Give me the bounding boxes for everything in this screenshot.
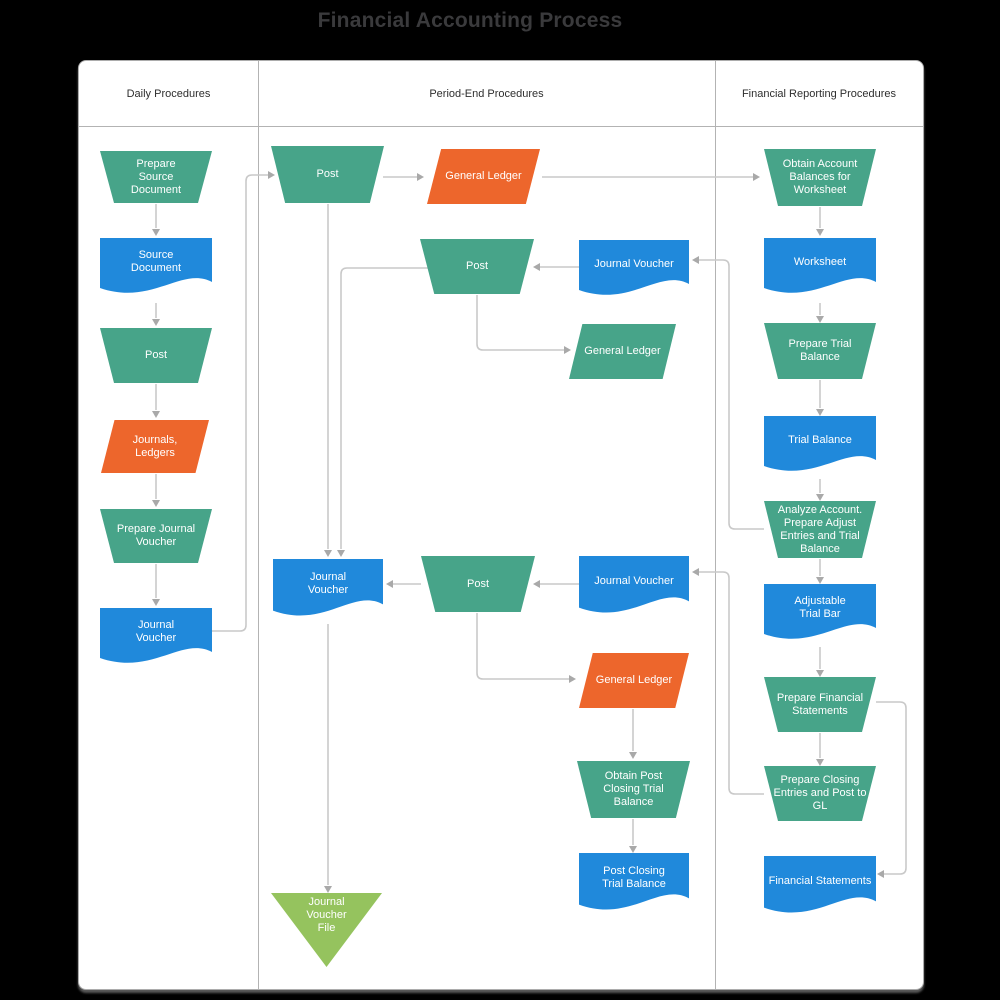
document-shape <box>764 416 876 471</box>
document-shape <box>764 584 876 639</box>
node-obtain-post-closing-trial-balance: Obtain Post Closing Trial Balance <box>577 761 690 818</box>
manual-operation-shape <box>100 509 212 563</box>
manual-operation-shape <box>577 761 690 818</box>
node-label: Journals, Ledgers <box>132 433 178 459</box>
node-post-period-1: Post <box>271 146 384 203</box>
document-shape <box>764 856 876 913</box>
node-source-document: Source Document <box>100 238 212 300</box>
node-prepare-closing-entries: Prepare Closing Entries and Post to GL <box>764 766 876 821</box>
node-trial-balance: Trial Balance <box>764 416 876 478</box>
node-label: Prepare Financial Statements <box>776 691 864 717</box>
node-label: Post Closing Trial Balance <box>602 865 666 890</box>
node-label: General Ledger <box>445 170 522 182</box>
lane-header-underline <box>79 126 923 127</box>
lane-divider-2 <box>715 61 716 989</box>
node-obtain-account-balances: Obtain Account Balances for Worksheet <box>764 149 876 206</box>
node-label: Journal Voucher <box>594 574 674 587</box>
node-adjustable-trial-bar: Adjustable Trial Bar <box>764 584 876 646</box>
manual-operation-shape <box>100 151 212 203</box>
document-shape <box>579 853 689 910</box>
data-shape <box>579 653 689 708</box>
node-post-period-2: Post <box>420 239 534 294</box>
manual-operation-shape <box>421 556 535 612</box>
manual-operation-shape <box>764 677 876 732</box>
document-shape <box>579 556 689 613</box>
lane-header-daily: Daily Procedures <box>126 87 211 100</box>
manual-operation-shape <box>764 149 876 206</box>
diagram-title: Financial Accounting Process <box>317 9 623 32</box>
manual-operation-shape <box>100 328 212 383</box>
manual-operation-shape <box>271 146 384 203</box>
node-label: Prepare Source Document <box>130 157 182 196</box>
node-prepare-financial-statements: Prepare Financial Statements <box>764 677 876 732</box>
node-journal-voucher-daily: Journal Voucher <box>100 608 212 670</box>
connectors-layer <box>152 171 907 893</box>
node-post-closing-trial-balance: Post Closing Trial Balance <box>579 853 689 917</box>
document-shape <box>579 240 689 295</box>
node-prepare-journal-voucher: Prepare Journal Voucher <box>100 509 212 563</box>
node-label: Post <box>465 260 488 272</box>
manual-operation-shape <box>764 323 876 379</box>
connector-arrows <box>152 171 907 893</box>
node-label: Worksheet <box>793 255 847 268</box>
data-shape <box>569 324 676 379</box>
flowchart-page: Daily Procedures Period-End Procedures F… <box>78 60 924 990</box>
node-label: Financial Statements <box>768 874 872 887</box>
manual-operation-shape <box>764 766 876 821</box>
document-shape <box>100 608 212 663</box>
node-label: Adjustable Trial Bar <box>794 595 846 620</box>
node-journal-voucher-left: Journal Voucher <box>273 559 383 623</box>
node-prepare-source-document: Prepare Source Document <box>100 151 212 203</box>
node-label: Analyze Account. Prepare Adjust Entries … <box>777 503 863 555</box>
node-label: Post <box>466 577 489 590</box>
lane-header-period-end: Period-End Procedures <box>429 87 544 100</box>
node-label: Prepare Trial Balance <box>788 338 852 363</box>
lane-header-financial-reporting: Financial Reporting Procedures <box>741 87 897 100</box>
node-label: Obtain Post Closing Trial Balance <box>603 770 664 808</box>
node-analyze-account: Analyze Account. Prepare Adjust Entries … <box>764 501 876 558</box>
node-label: Source Document <box>130 249 182 274</box>
offline-storage-shape <box>271 893 382 967</box>
node-label: Trial Balance <box>788 433 852 446</box>
node-post-daily: Post <box>100 328 212 383</box>
node-label: Journal Voucher File <box>306 896 347 934</box>
node-label: Prepare Closing Entries and Post to GL <box>773 774 867 812</box>
node-worksheet: Worksheet <box>764 238 876 300</box>
node-journal-voucher-file: Journal Voucher File <box>271 893 382 967</box>
node-prepare-trial-balance: Prepare Trial Balance <box>764 323 876 379</box>
node-journal-voucher-2: Journal Voucher <box>579 240 689 302</box>
node-financial-statements: Financial Statements <box>764 856 876 920</box>
node-label: Obtain Account Balances for Worksheet <box>782 158 858 196</box>
manual-operation-shape <box>420 239 534 294</box>
lane-divider-1 <box>258 61 259 989</box>
node-journals-ledgers: Journals, Ledgers <box>101 420 209 473</box>
node-label: Journal Voucher <box>307 571 349 596</box>
node-journal-voucher-3: Journal Voucher <box>579 556 689 620</box>
manual-operation-shape <box>764 501 876 558</box>
node-label: Post <box>144 349 167 361</box>
document-shape <box>273 559 383 616</box>
data-shape <box>101 420 209 473</box>
node-general-ledger-2: General Ledger <box>569 324 676 379</box>
node-label: General Ledger <box>584 345 661 357</box>
node-label: Journal Voucher <box>594 257 674 270</box>
node-label: Prepare Journal Voucher <box>116 523 196 548</box>
node-post-period-3: Post <box>421 556 535 612</box>
data-shape <box>427 149 540 204</box>
node-label: General Ledger <box>595 674 673 686</box>
node-general-ledger-1: General Ledger <box>427 149 540 204</box>
document-shape <box>100 238 212 293</box>
node-general-ledger-3: General Ledger <box>579 653 689 708</box>
node-label: Journal Voucher <box>135 619 177 644</box>
document-shape <box>764 238 876 293</box>
node-label: Post <box>316 168 339 180</box>
